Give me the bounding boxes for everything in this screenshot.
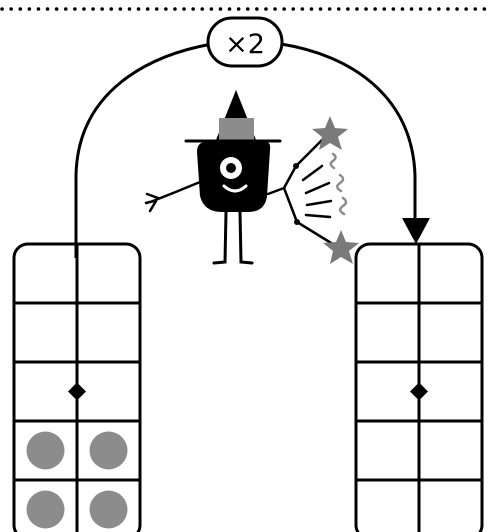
- operation-bubble: ×2: [208, 18, 282, 66]
- wand-joint-upper: [293, 163, 299, 169]
- sparkle-squiggles: [331, 154, 346, 214]
- input-ten-frame: [14, 244, 140, 532]
- hat-band: [219, 118, 254, 140]
- operation-label: ×2: [225, 29, 265, 60]
- monster-arm-right: [268, 188, 284, 194]
- monster-leg-left: [214, 212, 226, 263]
- counter-dot: [27, 491, 65, 529]
- transform-arc: [76, 44, 212, 258]
- frame-center-marker: [68, 383, 86, 401]
- arrow-down-icon: [402, 218, 430, 244]
- monster-arm-left: [146, 182, 200, 211]
- magic-star-icon: [323, 230, 359, 264]
- transform-arc-right: [281, 44, 415, 222]
- counter-dot: [90, 432, 128, 470]
- sparkle-lines: [303, 166, 331, 217]
- frame-center-marker: [410, 383, 428, 401]
- monster-pupil: [226, 163, 236, 173]
- wizard-monster-icon: [146, 90, 359, 264]
- counter-dot: [90, 491, 128, 529]
- monster-leg-right: [240, 212, 252, 263]
- wand-joint-lower: [294, 219, 300, 225]
- output-ten-frame: [356, 244, 482, 532]
- counter-dot: [27, 432, 65, 470]
